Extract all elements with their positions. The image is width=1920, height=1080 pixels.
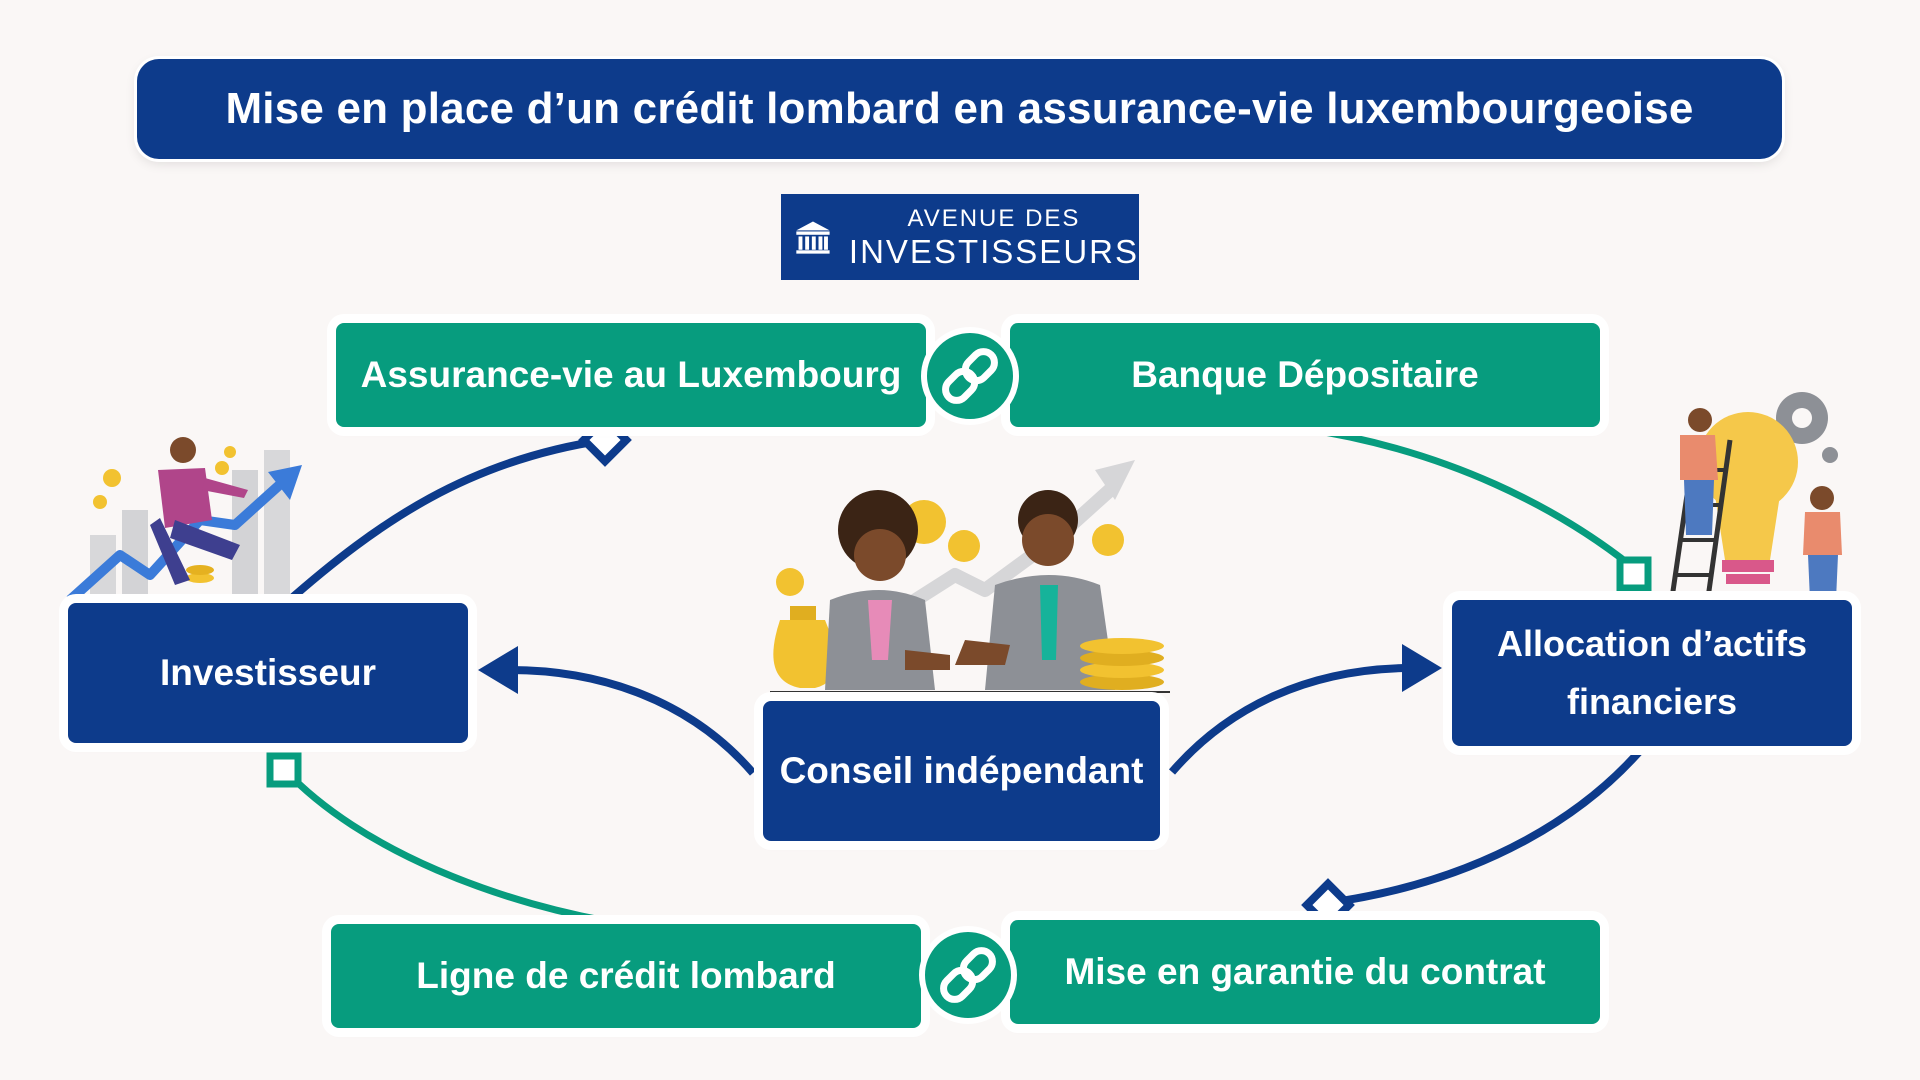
node-mise-en-garantie-label: Mise en garantie du contrat <box>1064 951 1546 992</box>
node-allocation-actifs-label-line2: financiers <box>1566 681 1738 722</box>
connector-conseil-investisseur <box>509 666 757 776</box>
investor-growth-illustration <box>66 437 302 605</box>
brand-logo-line2: INVESTISSEURS <box>848 232 1139 270</box>
node-conseil-independant: Conseil indépendant <box>763 701 1160 841</box>
diamond-connector-icon <box>1301 878 1355 932</box>
diamond-connector-icon <box>578 413 632 467</box>
page-title-text: Mise en place d’un crédit lombard en ass… <box>225 84 1694 133</box>
square-connector-icon <box>266 752 302 788</box>
node-banque-depositaire-label: Banque Dépositaire <box>1131 354 1479 395</box>
node-assurance-vie-label: Assurance-vie au Luxembourg <box>360 354 902 395</box>
connector-investisseur-ligne <box>282 767 631 929</box>
node-assurance-vie: Assurance-vie au Luxembourg <box>336 323 926 427</box>
connector-allocation-garantie <box>1327 742 1649 907</box>
page-title: Mise en place d’un crédit lombard en ass… <box>137 59 1782 159</box>
handshake-illustration <box>770 460 1170 693</box>
lightbulb-workers-illustration <box>1669 392 1842 600</box>
node-conseil-independant-label: Conseil indépendant <box>779 750 1144 791</box>
brand-logo-line1: AVENUE DES <box>907 204 1081 232</box>
node-investisseur: Investisseur <box>68 603 468 743</box>
arrow-head-icon <box>1402 644 1442 692</box>
node-banque-depositaire: Banque Dépositaire <box>1010 323 1600 427</box>
connector-conseil-allocation <box>1168 664 1406 775</box>
node-allocation-actifs-label-line1: Allocation d’actifs <box>1496 623 1808 664</box>
temple-icon <box>796 221 830 254</box>
connector-investisseur-assurance <box>282 436 606 607</box>
arrow-head-icon <box>478 646 518 694</box>
node-investisseur-label: Investisseur <box>160 652 376 693</box>
brand-logo: AVENUE DES INVESTISSEURS <box>781 194 1139 280</box>
square-connector-icon <box>1616 556 1652 592</box>
node-ligne-credit-lombard: Ligne de crédit lombard <box>331 924 921 1028</box>
node-mise-en-garantie: Mise en garantie du contrat <box>1010 920 1600 1024</box>
link-icon <box>919 926 1017 1024</box>
node-allocation-actifs: Allocation d’actifs financiers <box>1452 600 1852 746</box>
brand-logo-text: AVENUE DES INVESTISSEURS <box>848 204 1139 270</box>
connector-banque-allocation <box>1299 424 1633 568</box>
node-ligne-credit-lombard-label: Ligne de crédit lombard <box>416 955 836 996</box>
link-icon <box>921 327 1019 425</box>
